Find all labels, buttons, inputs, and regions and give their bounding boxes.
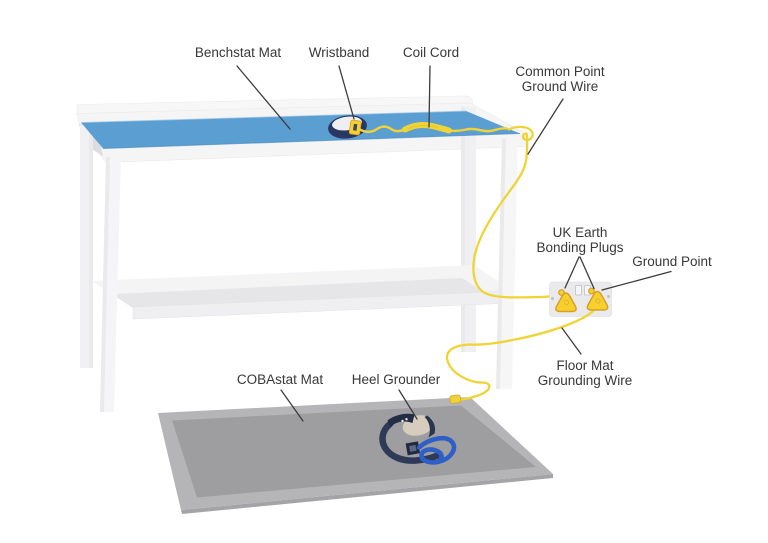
- heel-grounder-label: Heel Grounder: [352, 372, 441, 387]
- uk-earth-bonding-plug-left: [555, 289, 577, 313]
- plug-right-knob: [588, 287, 595, 295]
- cobastat-mat-leader: [280, 389, 304, 422]
- uk-earth-bonding-plug-right: [586, 287, 609, 311]
- uk-plugs-leader-right: [579, 256, 595, 290]
- labels: Benchstat Mat Wristband Coil Cord Common…: [195, 45, 712, 422]
- plug-left-body: [555, 292, 577, 313]
- heel-grounder-buckle-slot: [409, 444, 417, 452]
- heel-grounder-leader: [398, 389, 418, 420]
- coil-cord: [357, 121, 509, 134]
- heel-grounder-insert-edge: [424, 415, 436, 438]
- cobastat-mat: [158, 397, 553, 514]
- heel-grounder: [379, 413, 457, 465]
- common-point-label-line2: Ground Wire: [522, 79, 599, 94]
- socket-switch-left: [575, 285, 582, 296]
- benchstat-mat-label: Benchstat Mat: [195, 45, 282, 60]
- floor-wire-label-line2: Grounding Wire: [538, 373, 633, 388]
- floor-mat-wire-connector: [449, 394, 462, 404]
- bench-leg-back-left-shade: [89, 125, 93, 368]
- heel-grounder-ribbon: [416, 435, 457, 465]
- cobastat-mat-thickness: [181, 474, 553, 514]
- heel-grounder-rivet-1: [401, 419, 404, 423]
- floor-wire-leader: [561, 327, 582, 355]
- plug-right-body: [586, 290, 609, 311]
- benchstat-mat-front-edge: [102, 133, 521, 149]
- heel-grounder-top-band: [387, 413, 415, 427]
- common-point-label-line1: Common Point: [515, 64, 605, 79]
- plug-right-detail: [595, 298, 601, 304]
- coil-cord-bundle-detail: [407, 125, 439, 129]
- coil-cord-leader: [428, 65, 431, 128]
- wristband: [328, 115, 367, 139]
- socket-screw-right: [606, 294, 611, 299]
- cobastat-mat-surface: [172, 405, 536, 498]
- plug-left-knob: [558, 289, 565, 296]
- floor-wire-label-line1: Floor Mat: [556, 358, 613, 373]
- heel-grounder-strap-loop: [379, 420, 441, 464]
- coil-cord-label: Coil Cord: [403, 45, 459, 60]
- cobastat-mat-label: COBAstat Mat: [237, 372, 324, 387]
- benchstat-mat-leader: [236, 65, 291, 130]
- uk-plugs-label-line2: Bonding Plugs: [536, 240, 623, 255]
- socket-screw-left: [550, 296, 555, 301]
- bench-leg-front-left-shade: [100, 157, 110, 412]
- benchstat-mat: [80, 110, 521, 149]
- plug-left-detail: [563, 299, 570, 306]
- benchstat-mat-back-edge: [80, 110, 467, 123]
- wristband-label: Wristband: [309, 45, 370, 60]
- common-point-leader: [527, 98, 564, 155]
- benchstat-mat-surface: [81, 111, 520, 149]
- heel-grounder-rivet-2: [405, 418, 408, 421]
- ground-point-leader: [601, 270, 672, 291]
- wristband-clip-slot: [353, 123, 358, 131]
- common-point-ground-wire: [472, 125, 558, 299]
- wristband-leader: [338, 65, 355, 120]
- ground-point-label: Ground Point: [632, 254, 712, 269]
- uk-plugs-label-line1: UK Earth: [553, 225, 608, 240]
- uk-plugs-leader-left: [564, 256, 580, 289]
- bench-leg-back-right-shade: [461, 107, 465, 352]
- floor-mat-grounding-wire: [445, 289, 600, 402]
